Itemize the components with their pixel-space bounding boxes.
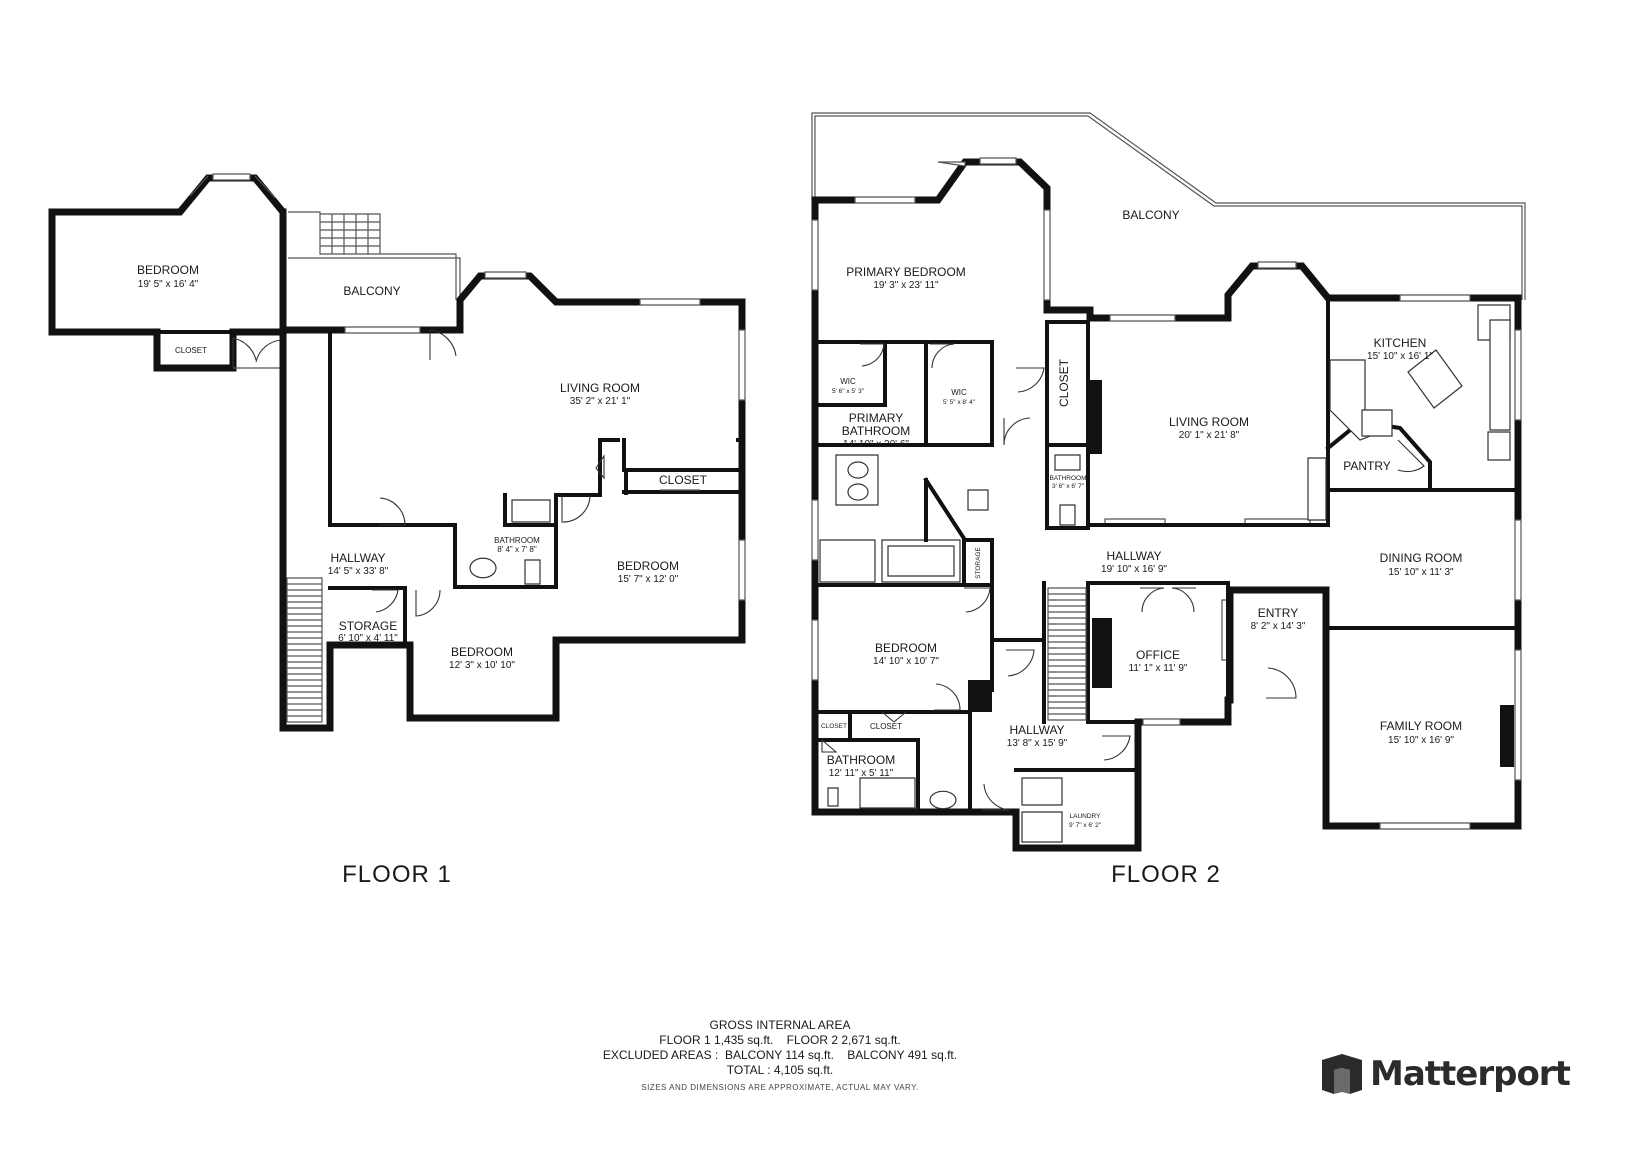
area-disclaimer: SIZES AND DIMENSIONS ARE APPROXIMATE, AC…	[641, 1083, 919, 1092]
f1-bedroom-e-label: BEDROOM	[617, 559, 679, 573]
f2-living-dims: 20' 1" x 21' 8"	[1179, 430, 1240, 441]
f2-wic2-dims: 5' 5" x 8' 4"	[943, 399, 976, 406]
floor-2-title: FLOOR 2	[1111, 861, 1221, 888]
f2-wic1-label: WIC	[840, 377, 856, 386]
f2-laundry-dims: 9' 7" x 6' 2"	[1069, 822, 1102, 829]
matterport-logo-icon	[1322, 1054, 1362, 1094]
f2-primary-bath-label-2: BATHROOM	[842, 424, 910, 438]
f2-closet-b-label: CLOSET	[870, 722, 902, 731]
f2-pantry-label: PANTRY	[1343, 459, 1391, 473]
f1-closet-label: CLOSET	[175, 346, 207, 355]
f2-bathroom-dims: 12' 11" x 5' 11"	[829, 768, 894, 779]
f2-dining-label: DINING ROOM	[1380, 551, 1463, 565]
brand-name: Matterport	[1370, 1054, 1571, 1094]
f2-hallway2-dims: 13' 8" x 15' 9"	[1007, 738, 1068, 749]
f2-family-dims: 15' 10" x 16' 9"	[1388, 735, 1454, 746]
f1-bedroom-s-label: BEDROOM	[451, 645, 513, 659]
floor-1-plan	[48, 173, 746, 732]
f1-balcony-label: BALCONY	[343, 284, 400, 298]
f1-bathroom-dims: 8' 4" x 7' 8"	[497, 545, 537, 554]
f1-bedroom-e-dims: 15' 7" x 12' 0"	[618, 574, 679, 585]
f2-primary-bath-label-1: PRIMARY	[849, 411, 903, 425]
f2-closet-label: CLOSET	[1057, 358, 1071, 407]
f2-entry-label: ENTRY	[1258, 606, 1298, 620]
room-labels: BEDROOM 19' 5" x 16' 4" CLOSET BALCONY L…	[137, 208, 1462, 829]
f2-bedroom-label: BEDROOM	[875, 641, 937, 655]
f1-main-walls	[279, 208, 746, 732]
floor-2-plan	[811, 112, 1526, 852]
f2-bathroom-small-dims: 3' 6" x 6' 7"	[1052, 483, 1085, 490]
f1-storage-dims: 6' 10" x 4' 11"	[338, 633, 398, 644]
floor-1-title: FLOOR 1	[342, 861, 452, 888]
f2-closet-small-label: CLOSET	[821, 723, 847, 730]
f2-entry-dims: 8' 2" x 14' 3"	[1251, 621, 1306, 632]
matterport-brand: Matterport	[1320, 1050, 1571, 1096]
f2-primary-bed-dims: 19' 3" x 23' 11"	[873, 280, 939, 291]
f2-hallway-dims: 19' 10" x 16' 9"	[1101, 564, 1167, 575]
f1-bedroom-nw-label: BEDROOM	[137, 263, 199, 277]
area-line-total: TOTAL : 4,105 sq.ft.	[726, 1063, 834, 1077]
f1-living-label: LIVING ROOM	[560, 381, 640, 395]
f1-bedroom-s-dims: 12' 3" x 10' 10"	[449, 660, 515, 671]
f2-hallway-label: HALLWAY	[1106, 549, 1161, 563]
f2-dining-dims: 15' 10" x 11' 3"	[1388, 567, 1454, 578]
f2-wic2-label: WIC	[951, 388, 967, 397]
area-heading: GROSS INTERNAL AREA	[709, 1018, 851, 1032]
f2-primary-bath-dims: 14' 10" x 20' 6"	[843, 439, 909, 450]
f1-hallway-dims: 14' 5" x 33' 8"	[328, 566, 389, 577]
f1-hallway-label: HALLWAY	[330, 551, 385, 565]
f2-balcony-label: BALCONY	[1122, 208, 1179, 222]
f2-kitchen-dims: 15' 10" x 16' 1"	[1367, 351, 1433, 362]
area-line-excluded: EXCLUDED AREAS : BALCONY 114 sq.ft. BALC…	[602, 1048, 958, 1062]
f2-living-label: LIVING ROOM	[1169, 415, 1249, 429]
f2-office-dims: 11' 1" x 11' 9"	[1129, 663, 1188, 674]
f2-bathroom-small-label: BATHROOM	[1049, 475, 1086, 482]
f2-office-label: OFFICE	[1136, 648, 1180, 662]
gross-area-summary: GROSS INTERNAL AREA FLOOR 1 1,435 sq.ft.…	[560, 1018, 1000, 1095]
f2-laundry-label: LAUNDRY	[1070, 813, 1102, 820]
f1-bathroom-label: BATHROOM	[494, 536, 540, 545]
f1-living-dims: 35' 2" x 21' 1"	[570, 396, 631, 407]
f1-storage-label: STORAGE	[339, 619, 397, 633]
f2-bathroom-label: BATHROOM	[827, 753, 895, 767]
f2-hallway2-label: HALLWAY	[1009, 723, 1064, 737]
f2-storage-label: STORAGE	[975, 547, 982, 579]
f2-bedroom-dims: 14' 10" x 10' 7"	[873, 656, 939, 667]
f2-wic1-dims: 5' 6" x 5' 3"	[832, 388, 865, 395]
f1-balcony-outline	[288, 211, 457, 300]
f1-closet2-label: CLOSET	[659, 473, 708, 487]
f2-primary-bed-label: PRIMARY BEDROOM	[846, 265, 966, 279]
f1-bedroom-nw-dims: 19' 5" x 16' 4"	[138, 279, 199, 290]
f1-bedroom-nw-walls	[48, 174, 287, 372]
area-line-floors: FLOOR 1 1,435 sq.ft. FLOOR 2 2,671 sq.ft…	[659, 1033, 901, 1047]
f2-balcony-outline	[814, 115, 1523, 300]
f2-family-label: FAMILY ROOM	[1380, 719, 1462, 733]
f2-stairs	[1047, 587, 1087, 721]
f2-kitchen-label: KITCHEN	[1374, 336, 1427, 350]
